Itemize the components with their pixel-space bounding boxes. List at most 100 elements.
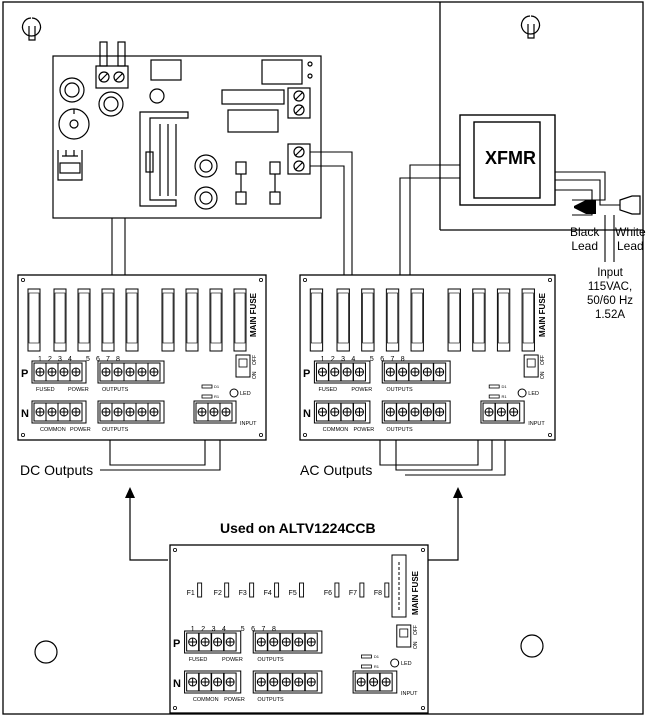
fused-label: FUSED bbox=[319, 387, 338, 393]
fuse-glass bbox=[186, 292, 198, 344]
fuse-label-F2: F2 bbox=[214, 590, 222, 597]
power-label: POWER bbox=[222, 657, 243, 663]
fuse bbox=[53, 288, 67, 352]
outputs-label: OUTPUTS bbox=[102, 387, 129, 393]
output-number-2: 2 bbox=[48, 356, 52, 363]
d1-label: D1 bbox=[214, 384, 220, 389]
fuse-clip bbox=[299, 582, 305, 598]
resistor bbox=[201, 394, 213, 399]
output-number-5: 5 bbox=[86, 356, 90, 363]
input-spec-line3: 50/60 Hz bbox=[586, 295, 634, 307]
fuse bbox=[496, 288, 511, 352]
fuse bbox=[209, 288, 223, 352]
board-hole bbox=[172, 548, 177, 553]
terminal-block bbox=[184, 630, 242, 654]
terminal-block bbox=[184, 670, 242, 694]
power-label-n: POWER bbox=[70, 427, 91, 433]
fused-label: FUSED bbox=[36, 387, 55, 393]
fuse-clip bbox=[249, 582, 255, 598]
fuse bbox=[361, 288, 375, 352]
fuse-glass bbox=[102, 292, 114, 344]
board-hole bbox=[258, 432, 263, 437]
black-lead-line1: Black bbox=[570, 225, 600, 239]
board-hole bbox=[548, 277, 553, 282]
power-label: POWER bbox=[68, 387, 89, 393]
output-number-2: 2 bbox=[201, 626, 205, 633]
fuse bbox=[185, 288, 199, 352]
d1-label: D1 bbox=[502, 384, 508, 389]
fuse-glass bbox=[234, 292, 246, 344]
d1-label: D1 bbox=[374, 654, 380, 659]
output-number-6: 6 bbox=[380, 356, 384, 363]
input-spec-line4: 1.52A bbox=[594, 309, 626, 321]
terminal-block bbox=[381, 400, 451, 424]
terminal-block bbox=[252, 670, 323, 694]
fuse bbox=[309, 288, 324, 352]
fuse bbox=[472, 288, 486, 352]
output-number-6: 6 bbox=[251, 626, 255, 633]
fuse bbox=[521, 288, 535, 352]
board-hole bbox=[302, 277, 307, 282]
terminal-block bbox=[31, 360, 87, 384]
board-hole bbox=[258, 277, 263, 282]
fuse-label-F6: F6 bbox=[324, 590, 332, 597]
input-label: INPUT bbox=[240, 421, 257, 427]
fuse bbox=[233, 288, 247, 352]
terminal-block bbox=[31, 400, 87, 424]
outputs-label: OUTPUTS bbox=[257, 657, 284, 663]
switch-on-label: ON bbox=[540, 371, 546, 379]
p-label: P bbox=[173, 638, 180, 650]
fuse-glass bbox=[54, 292, 66, 344]
output-number-3: 3 bbox=[212, 626, 216, 633]
output-number-1: 1 bbox=[38, 356, 42, 363]
transformer bbox=[459, 114, 556, 206]
output-number-4: 4 bbox=[68, 356, 72, 363]
outputs-label-n: OUTPUTS bbox=[386, 427, 413, 433]
power-label: POWER bbox=[351, 387, 372, 393]
led bbox=[517, 388, 527, 398]
output-number-8: 8 bbox=[272, 626, 276, 633]
fuse-glass bbox=[387, 292, 399, 344]
r1-label: R1 bbox=[374, 664, 380, 669]
board-hole bbox=[302, 432, 307, 437]
fuse-clip bbox=[274, 582, 280, 598]
output-number-3: 3 bbox=[58, 356, 62, 363]
board-hole bbox=[172, 706, 177, 711]
led-label: LED bbox=[240, 391, 251, 397]
outputs-label-n: OUTPUTS bbox=[257, 697, 284, 703]
output-number-1: 1 bbox=[321, 356, 325, 363]
fuse-glass bbox=[310, 292, 322, 344]
switch-toggle bbox=[526, 358, 536, 368]
power-label-n: POWER bbox=[353, 427, 374, 433]
output-number-4: 4 bbox=[222, 626, 226, 633]
input-block bbox=[193, 400, 237, 424]
input-spec: Input 115VAC, 50/60 Hz 1.52A bbox=[574, 266, 646, 322]
enclosure bbox=[2, 1, 644, 715]
terminal-block bbox=[97, 360, 165, 384]
power-supply-board bbox=[52, 41, 322, 219]
switch-toggle bbox=[399, 628, 409, 638]
fuse-glass bbox=[337, 292, 349, 344]
black-lead-label: Black Lead bbox=[570, 225, 599, 253]
switch-on-label: ON bbox=[413, 641, 419, 649]
terminal-block bbox=[313, 400, 371, 424]
main-fuse-label: MAIN FUSE bbox=[411, 570, 420, 615]
fuse-clip bbox=[334, 582, 340, 598]
fuse bbox=[161, 288, 175, 352]
input-label: INPUT bbox=[528, 421, 545, 427]
fuse bbox=[101, 288, 115, 352]
fuse-glass bbox=[28, 292, 40, 344]
fused-label: FUSED bbox=[189, 657, 208, 663]
fuse bbox=[27, 288, 41, 352]
fuse-label-F8: F8 bbox=[374, 590, 382, 597]
fuse-clip bbox=[384, 582, 390, 598]
fuse bbox=[77, 288, 91, 352]
fuse-label-F7: F7 bbox=[349, 590, 357, 597]
switch-off-label: OFF bbox=[252, 355, 258, 365]
fuse-label-F1: F1 bbox=[187, 590, 195, 597]
fuse bbox=[336, 288, 350, 352]
output-number-4: 4 bbox=[351, 356, 355, 363]
